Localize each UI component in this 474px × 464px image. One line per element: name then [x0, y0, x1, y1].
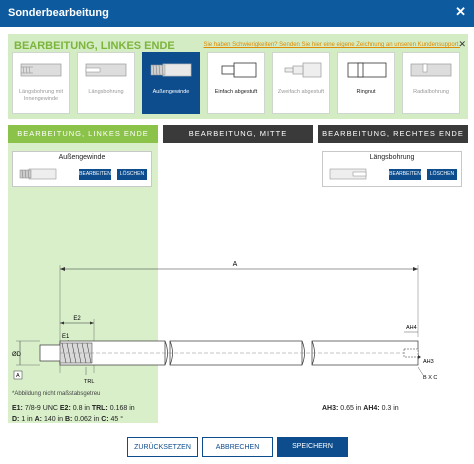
option-longitudinal-bore[interactable]: Längsbohrung: [77, 52, 135, 114]
tab-left-end[interactable]: BEARBEITUNG, LINKES ENDE: [8, 125, 158, 143]
spec-value: 1 in: [21, 416, 33, 423]
longitudinal-bore-icon: [329, 168, 367, 180]
section-tabs: BEARBEITUNG, LINKES ENDE BEARBEITUNG, MI…: [8, 125, 468, 143]
option-label: Radialbohrung: [413, 89, 449, 95]
delete-button[interactable]: LÖSCHEN: [427, 169, 457, 180]
dialog-title-bar: Sonderbearbeitung ✕: [0, 0, 474, 27]
datum-label: A: [16, 373, 20, 379]
dim-ah4-label: AH4: [406, 325, 417, 331]
spec-key: AH4:: [363, 405, 380, 412]
spec-line-1: E1: 7/8-9 UNC E2: 0.8 in TRL: 0.168 in: [12, 405, 135, 412]
option-single-step[interactable]: Einfach abgestuft: [207, 52, 265, 114]
tab-middle[interactable]: BEARBEITUNG, MITTE: [163, 125, 313, 143]
dialog-title: Sonderbearbeitung: [8, 7, 109, 19]
spec-value: 0.3 in: [381, 405, 399, 412]
option-external-thread[interactable]: Außengewinde: [142, 52, 200, 114]
option-label: Längsbohrung mit Innengewinde: [18, 89, 64, 102]
feature-title: Längsbohrung: [369, 154, 415, 161]
save-button[interactable]: SPEICHERN: [277, 437, 348, 457]
option-label: Ringnut: [356, 89, 376, 95]
right-end-feature-card: Längsbohrung BEARBEITEN LÖSCHEN: [322, 151, 462, 187]
spec-key: C:: [101, 416, 109, 423]
dim-a-label: A: [233, 261, 238, 268]
spec-key: E2:: [59, 405, 71, 412]
spec-value: 0.062 in: [74, 416, 100, 423]
options-heading: BEARBEITUNG, LINKES ENDE: [14, 40, 175, 52]
dim-d-label: ØD: [12, 352, 22, 358]
option-double-step[interactable]: Zweifach abgestuft: [272, 52, 330, 114]
dim-trl-label: TRL: [84, 379, 94, 385]
tolerance-frame-label: B X C: [423, 375, 437, 381]
spec-value: 7/8-9 UNC: [24, 405, 58, 412]
option-threaded-bore[interactable]: Längsbohrung mit Innengewinde: [12, 52, 70, 114]
edit-button[interactable]: BEARBEITEN: [389, 169, 421, 180]
option-label: Längsbohrung: [88, 89, 124, 95]
dim-ah3-label: AH3: [423, 359, 434, 365]
spec-line-2: D: 1 in A: 140 in B: 0.062 in C: 45 °: [12, 416, 123, 423]
option-label: Außengewinde: [152, 89, 190, 95]
support-link[interactable]: Sie haben Schwierigkeiten? Senden Sie hi…: [203, 42, 460, 48]
spec-key: D:: [12, 416, 20, 423]
spec-key: AH3:: [322, 405, 339, 412]
spec-value: 140 in: [43, 416, 64, 423]
spec-value: 45 °: [110, 416, 124, 423]
cancel-button[interactable]: ABBRECHEN: [202, 437, 273, 457]
spec-key: B:: [64, 416, 73, 423]
spec-key: A:: [34, 416, 42, 423]
spec-value: 0.168 in: [109, 405, 135, 412]
close-icon[interactable]: ✕: [455, 4, 466, 19]
machining-options-panel: BEARBEITUNG, LINKES ENDE Sie haben Schwi…: [8, 34, 468, 119]
double-step-icon: [284, 62, 322, 78]
ring-groove-icon: [347, 62, 387, 78]
panel-close-icon[interactable]: ✕: [458, 39, 466, 49]
spec-value: 0.8 in: [72, 405, 90, 412]
tab-right-end[interactable]: BEARBEITUNG, RECHTES ENDE: [318, 125, 468, 143]
longitudinal-bore-icon: [85, 63, 127, 77]
option-radial-bore[interactable]: Radialbohrung: [402, 52, 460, 114]
external-thread-icon: [19, 168, 57, 180]
spec-key: E1:: [12, 405, 23, 412]
reset-button[interactable]: ZURÜCKSETZEN: [127, 437, 198, 457]
dim-e1-label: E1: [62, 334, 70, 340]
radial-bore-icon: [410, 63, 452, 77]
option-ring-groove[interactable]: Ringnut: [337, 52, 395, 114]
option-label: Zweifach abgestuft: [277, 89, 325, 95]
spec-key: TRL:: [91, 405, 108, 412]
scale-note: *Abbildung nicht maßstabsgetreu: [12, 391, 101, 397]
edit-button[interactable]: BEARBEITEN: [79, 169, 111, 180]
external-thread-icon: [150, 63, 192, 77]
spec-value: 0.65 in: [340, 405, 362, 412]
delete-button[interactable]: LÖSCHEN: [117, 169, 147, 180]
threaded-bore-icon: [20, 63, 62, 77]
spec-line-right: AH3: 0.65 in AH4: 0.3 in: [322, 405, 399, 412]
left-end-feature-card: Außengewinde BEARBEITEN LÖSCHEN: [12, 151, 152, 187]
feature-title: Außengewinde: [58, 154, 106, 161]
option-label: Einfach abgestuft: [214, 89, 258, 95]
left-end-highlight: [8, 143, 158, 423]
technical-drawing: A E2 E1 AH4 AH3 B X C ØD A TRL: [12, 261, 437, 385]
dim-e2-label: E2: [73, 316, 81, 322]
single-step-icon: [221, 62, 257, 78]
